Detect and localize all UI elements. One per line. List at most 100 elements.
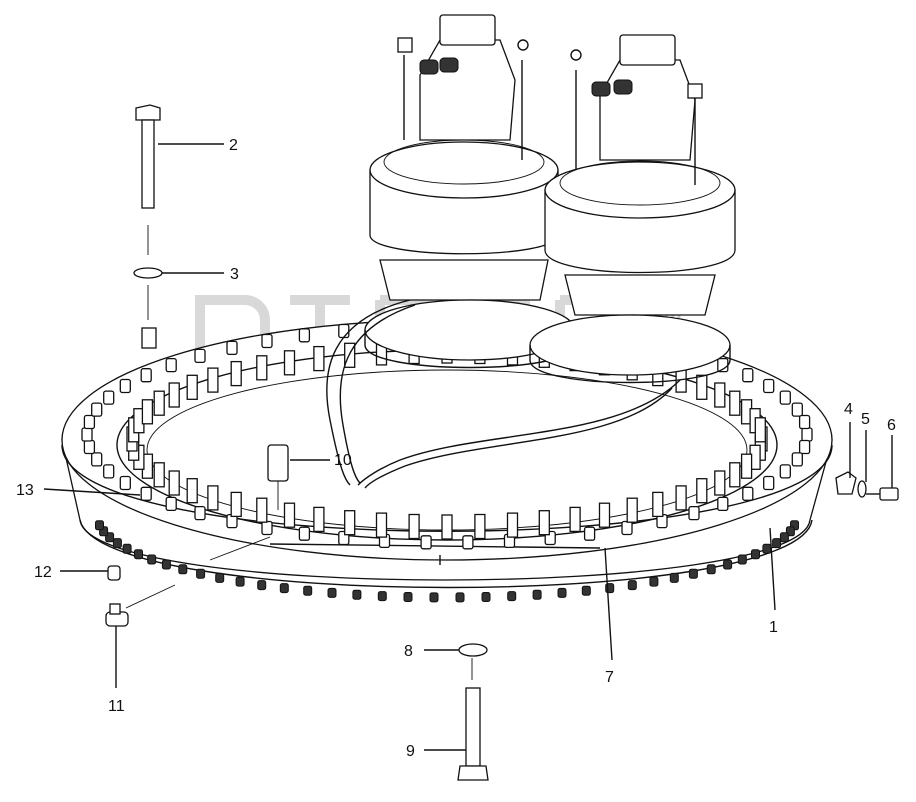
ring-bolt <box>194 348 206 364</box>
ring-bolt <box>763 475 775 491</box>
callout-7: 7 <box>605 669 614 686</box>
gear-tooth <box>714 470 726 496</box>
callout-3: 3 <box>230 266 239 283</box>
lower-nut <box>706 564 716 575</box>
gear-tooth <box>344 510 356 536</box>
grease-nipple-part-12 <box>107 565 121 581</box>
ring-bolt <box>226 340 238 356</box>
ring-bolt <box>91 452 103 467</box>
lower-nut <box>196 568 206 579</box>
gear-tooth <box>729 462 741 488</box>
ring-bolt <box>621 520 633 536</box>
ring-bolt <box>420 535 432 550</box>
gear-tooth <box>283 502 296 528</box>
ring-bolt <box>583 526 596 541</box>
lower-nut <box>215 572 225 583</box>
lower-nut <box>581 585 591 596</box>
lower-nut <box>303 585 313 596</box>
lower-nut <box>257 580 267 591</box>
gear-tooth <box>168 382 180 408</box>
lower-nut <box>669 572 679 583</box>
ring-bolt <box>83 414 96 430</box>
ring-bolt <box>103 464 115 479</box>
gear-tooth <box>256 497 268 523</box>
gear-tooth <box>626 497 638 523</box>
gear-tooth <box>313 345 325 372</box>
ring-bolt <box>779 464 791 479</box>
gear-tooth <box>675 485 687 511</box>
lower-nut <box>688 568 698 579</box>
gear-tooth <box>230 491 242 518</box>
gear-tooth <box>441 514 453 540</box>
callout-5: 5 <box>861 411 870 428</box>
lower-nut <box>751 549 760 560</box>
washer-part-8 <box>458 643 488 657</box>
callout-13: 13 <box>16 482 34 499</box>
lower-nut <box>279 583 289 594</box>
ring-bolt <box>791 452 803 467</box>
gear-tooth <box>153 390 165 416</box>
lower-nut <box>627 580 637 591</box>
elbow-fitting-part-11 <box>105 584 176 627</box>
gear-tooth <box>696 478 708 504</box>
gear-tooth <box>344 342 356 368</box>
ring-bolt <box>298 526 311 541</box>
ring-bolt <box>462 535 474 550</box>
bolt-part-6 <box>866 487 899 501</box>
ring-bolt <box>338 323 350 339</box>
ring-bolt <box>83 439 96 455</box>
ring-bolt <box>717 496 729 512</box>
callout-10: 10 <box>334 452 352 469</box>
gear-tooth <box>714 382 726 408</box>
ring-bolt <box>91 402 103 417</box>
lower-nut <box>779 532 789 543</box>
lower-nut <box>649 576 659 587</box>
lower-nut <box>235 576 245 587</box>
callout-labels: 2 3 4 5 6 10 13 12 1 8 7 11 9 <box>16 137 896 760</box>
gear-tooth <box>506 512 519 538</box>
gear-tooth <box>313 506 325 533</box>
bolt-part-2 <box>135 104 161 255</box>
gear-tooth <box>696 374 708 400</box>
lower-nut <box>377 591 387 602</box>
ring-bolt <box>103 390 115 405</box>
gear-tooth <box>408 513 420 540</box>
callout-12: 12 <box>34 564 52 581</box>
lower-nut <box>122 543 132 554</box>
gear-tooth <box>652 491 664 518</box>
bolt-part-9 <box>457 687 489 781</box>
washer-part-3 <box>133 267 163 279</box>
callout-4: 4 <box>844 401 853 418</box>
lower-nut <box>557 587 567 598</box>
gear-tooth <box>754 417 766 443</box>
ring-bolt <box>798 414 811 430</box>
gear-tooth <box>207 367 219 393</box>
lower-nut <box>481 592 491 602</box>
ring-gear-base <box>61 319 833 589</box>
ring-bolt <box>140 486 152 501</box>
gear-tooth <box>740 453 753 479</box>
gear-tooth <box>186 478 198 504</box>
callout-9: 9 <box>406 743 415 760</box>
ring-bolt <box>688 505 700 521</box>
ring-bolt <box>742 368 754 383</box>
lower-nut <box>429 592 439 603</box>
lower-nut <box>723 559 733 570</box>
ring-bolt <box>261 520 273 536</box>
ring-bolt <box>798 439 811 455</box>
lower-nut <box>178 564 188 575</box>
ring-bolt <box>119 378 131 394</box>
ring-bolt <box>261 333 273 349</box>
hydraulic-hoses <box>326 299 681 489</box>
ring-bolt <box>165 496 177 512</box>
callout-6: 6 <box>887 417 896 434</box>
lower-nut-array <box>95 520 799 603</box>
gear-tooth <box>153 462 165 488</box>
gear-tooth <box>598 502 611 528</box>
gear-tooth <box>375 512 388 538</box>
callout-2: 2 <box>229 137 238 154</box>
ring-bolt <box>140 368 152 383</box>
lower-nut <box>737 554 747 565</box>
ring-bolt <box>119 475 131 491</box>
